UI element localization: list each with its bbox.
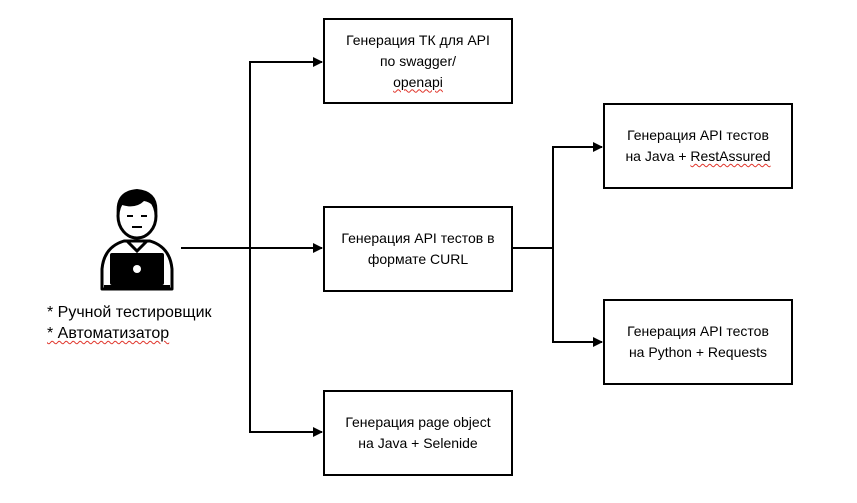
user-laptop-icon: [100, 189, 174, 291]
node-python-tests-line1: Генерация API тестов: [627, 323, 769, 339]
node-curl-generation-line1: Генерация API тестов в: [341, 230, 495, 246]
node-tc-generation: Генерация ТК для API по swagger/openapi: [323, 18, 513, 104]
node-java-tests-line2-flagged: RestAssured: [690, 148, 771, 164]
node-page-object-generation: Генерация page object на Java + Selenide: [323, 390, 513, 476]
role-automation-engineer: * Автоматизатор: [47, 323, 212, 344]
node-java-tests: Генерация API тестов на Java + RestAssur…: [603, 103, 793, 189]
actor-roles: * Ручной тестировщик * Автоматизатор: [47, 302, 212, 344]
node-page-object-line1: Генерация page object: [345, 414, 491, 430]
node-python-tests: Генерация API тестов на Python + Request…: [603, 299, 793, 385]
node-java-tests-line2: на Java + RestAssured: [625, 146, 770, 167]
node-tc-generation-line2: по swagger/openapi: [380, 51, 456, 93]
node-java-tests-line1: Генерация API тестов: [627, 127, 769, 143]
node-tc-generation-line2-flagged: openapi: [393, 73, 443, 90]
node-curl-generation-line2: формате CURL: [367, 251, 469, 267]
node-java-tests-line2-prefix: на Java +: [625, 148, 691, 164]
node-tc-generation-line1: Генерация ТК для API: [346, 31, 490, 48]
node-python-tests-line2: на Python + Requests: [628, 344, 768, 360]
node-tc-generation-line2-prefix: по swagger/: [379, 52, 457, 69]
node-curl-generation: Генерация API тестов в формате CURL: [323, 206, 513, 292]
role-automation-engineer-text: * Автоматизатор: [47, 325, 170, 342]
role-manual-tester: * Ручной тестировщик: [47, 304, 212, 321]
node-page-object-line2: на Java + Selenide: [358, 435, 478, 451]
